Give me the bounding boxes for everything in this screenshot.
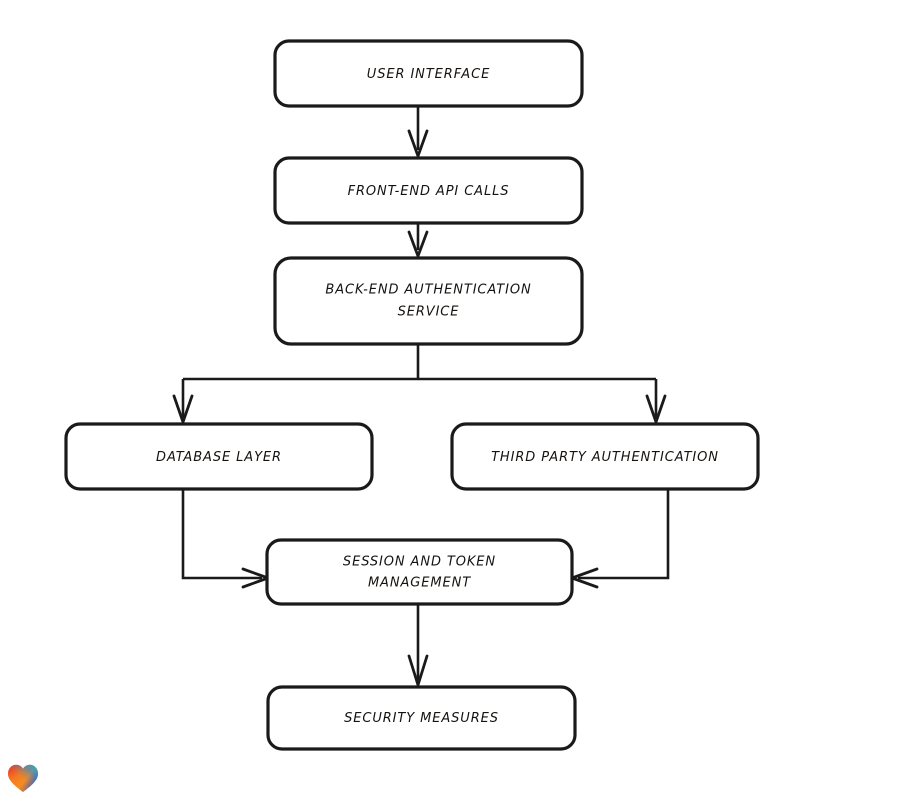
node-user-interface-shape[interactable] [273, 39, 584, 108]
node-database-layer-shape[interactable] [64, 422, 374, 491]
node-front-end-api-calls-shape[interactable] [273, 156, 584, 225]
node-back-end-authentication-service-label-line1: BACK-END AUTHENTICATION [325, 283, 531, 298]
nodes-layer: USER INTERFACE FRONT-END API CALLS BACK-… [64, 39, 760, 751]
edge-ui-to-frontend [407, 106, 429, 158]
node-third-party-authentication[interactable]: THIRD PARTY AUTHENTICATION [450, 422, 760, 491]
node-back-end-authentication-service[interactable]: BACK-END AUTHENTICATION SERVICE [273, 256, 584, 346]
node-back-end-authentication-service-label-line2: SERVICE [398, 305, 460, 320]
edge-backend-to-thirdparty [645, 379, 667, 424]
node-security-measures-label: SECURITY MEASURES [344, 711, 499, 726]
node-database-layer-label: DATABASE LAYER [156, 450, 282, 465]
node-database-layer[interactable]: DATABASE LAYER [64, 422, 374, 491]
node-user-interface[interactable]: USER INTERFACE [273, 39, 584, 108]
node-session-and-token-management[interactable]: SESSION AND TOKEN MANAGEMENT [265, 538, 574, 606]
node-front-end-api-calls[interactable]: FRONT-END API CALLS [273, 156, 584, 225]
node-security-measures-shape[interactable] [266, 685, 577, 751]
edge-thirdparty-to-session [570, 489, 670, 589]
edge-session-to-security [407, 604, 429, 687]
node-third-party-authentication-label: THIRD PARTY AUTHENTICATION [491, 450, 719, 465]
edge-database-to-session [181, 489, 270, 589]
node-front-end-api-calls-label: FRONT-END API CALLS [348, 184, 510, 199]
node-session-and-token-management-shape[interactable] [265, 538, 574, 606]
edge-backend-to-database [172, 379, 194, 424]
heart-icon [8, 764, 38, 792]
node-user-interface-label: USER INTERFACE [367, 67, 490, 82]
edge-frontend-to-backend [407, 223, 429, 258]
node-security-measures[interactable]: SECURITY MEASURES [266, 685, 577, 751]
node-back-end-authentication-service-shape[interactable] [273, 256, 584, 346]
heart-icon-overlay [8, 764, 38, 792]
node-third-party-authentication-shape[interactable] [450, 422, 760, 491]
node-session-and-token-management-label-line2: MANAGEMENT [368, 576, 471, 591]
node-session-and-token-management-label-line1: SESSION AND TOKEN [343, 555, 496, 570]
edge-backend-split [183, 344, 656, 381]
